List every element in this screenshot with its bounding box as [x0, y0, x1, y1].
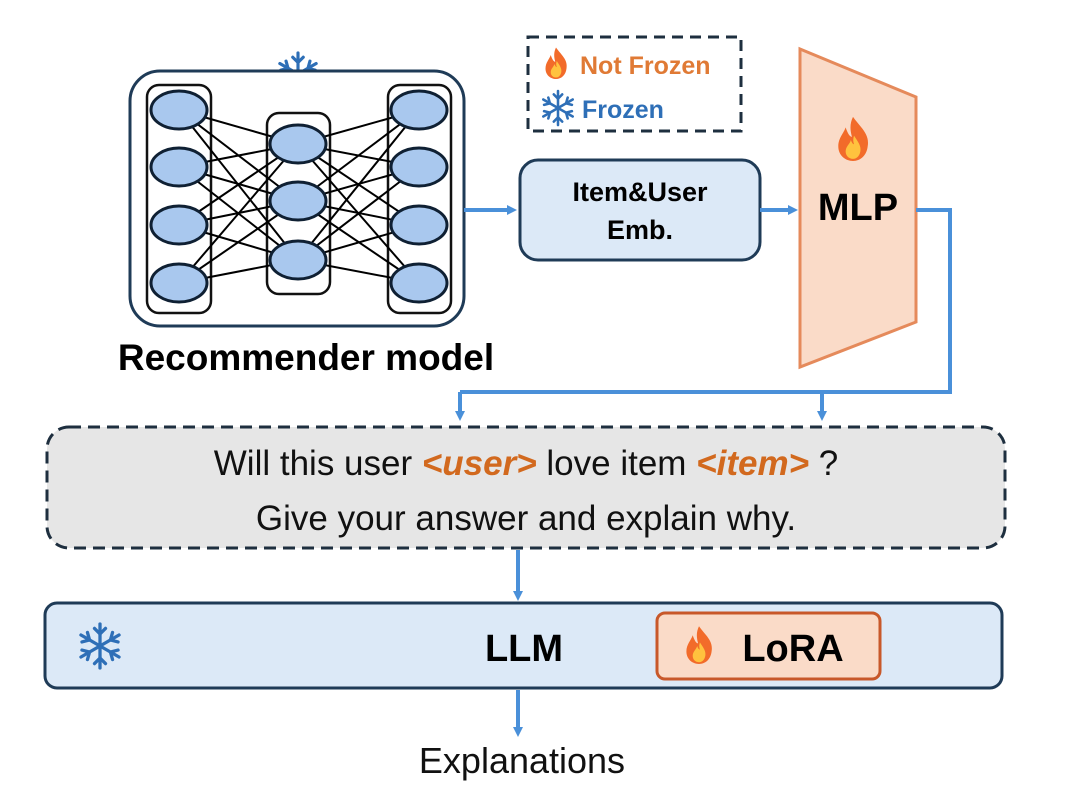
- legend-not-frozen-label: Not Frozen: [580, 52, 711, 80]
- legend-snowflake-icon: [542, 89, 574, 127]
- prompt-line2: Give your answer and explain why.: [256, 499, 796, 538]
- arrow-mlp-to-prompt: [460, 208, 952, 394]
- network-edge: [297, 109, 420, 202]
- network-node: [149, 146, 209, 188]
- embedding-box: Item&User Emb.: [518, 158, 762, 262]
- legend-frozen-label: Frozen: [582, 96, 664, 124]
- network-node: [389, 204, 449, 246]
- llm-label: LLM: [485, 628, 563, 670]
- network-node: [389, 146, 449, 188]
- prompt-line1: Will this user <user> love item <item> ?: [214, 444, 838, 483]
- mlp-block: MLP: [798, 46, 918, 370]
- connectors: [455, 205, 952, 737]
- network-node: [389, 89, 449, 131]
- recommender-label: Recommender model: [118, 337, 494, 378]
- network-edge: [297, 109, 420, 261]
- legend: Not Frozen Frozen: [526, 35, 743, 133]
- lora-box: [655, 611, 882, 681]
- item-token: <item>: [696, 444, 809, 483]
- network-edge: [297, 166, 420, 261]
- network-node: [149, 204, 209, 246]
- network-node: [149, 89, 209, 131]
- lora-label: LoRA: [742, 628, 843, 670]
- user-token: <user>: [422, 444, 537, 483]
- network-edge: [178, 143, 299, 284]
- network-node: [149, 262, 209, 304]
- embedding-label-line2: Emb.: [607, 215, 673, 245]
- prompt-text-part1: Will this user: [214, 444, 422, 483]
- network-node: [389, 262, 449, 304]
- layer-3-box: [386, 83, 453, 315]
- layer-1-box: [145, 83, 213, 315]
- prompt-text-part3: ?: [809, 444, 838, 483]
- recommender-model: Recommender model: [118, 51, 494, 378]
- legend-fire-icon: [545, 47, 567, 79]
- legend-box: [526, 35, 743, 133]
- layer-2-box: [265, 111, 332, 296]
- llm-block: LLM LoRA: [43, 601, 1004, 690]
- explanations-label: Explanations: [419, 740, 625, 781]
- prompt-text-part2: love item: [537, 444, 697, 483]
- network-node: [268, 123, 328, 165]
- network-node: [268, 239, 328, 281]
- mlp-trapezoid: [798, 46, 918, 370]
- network-node: [268, 180, 328, 222]
- embedding-label-line1: Item&User: [572, 177, 708, 207]
- network-nodes: [149, 89, 449, 304]
- prompt-box: Will this user <user> love item <item> ?…: [45, 425, 1007, 550]
- mlp-label: MLP: [818, 187, 898, 229]
